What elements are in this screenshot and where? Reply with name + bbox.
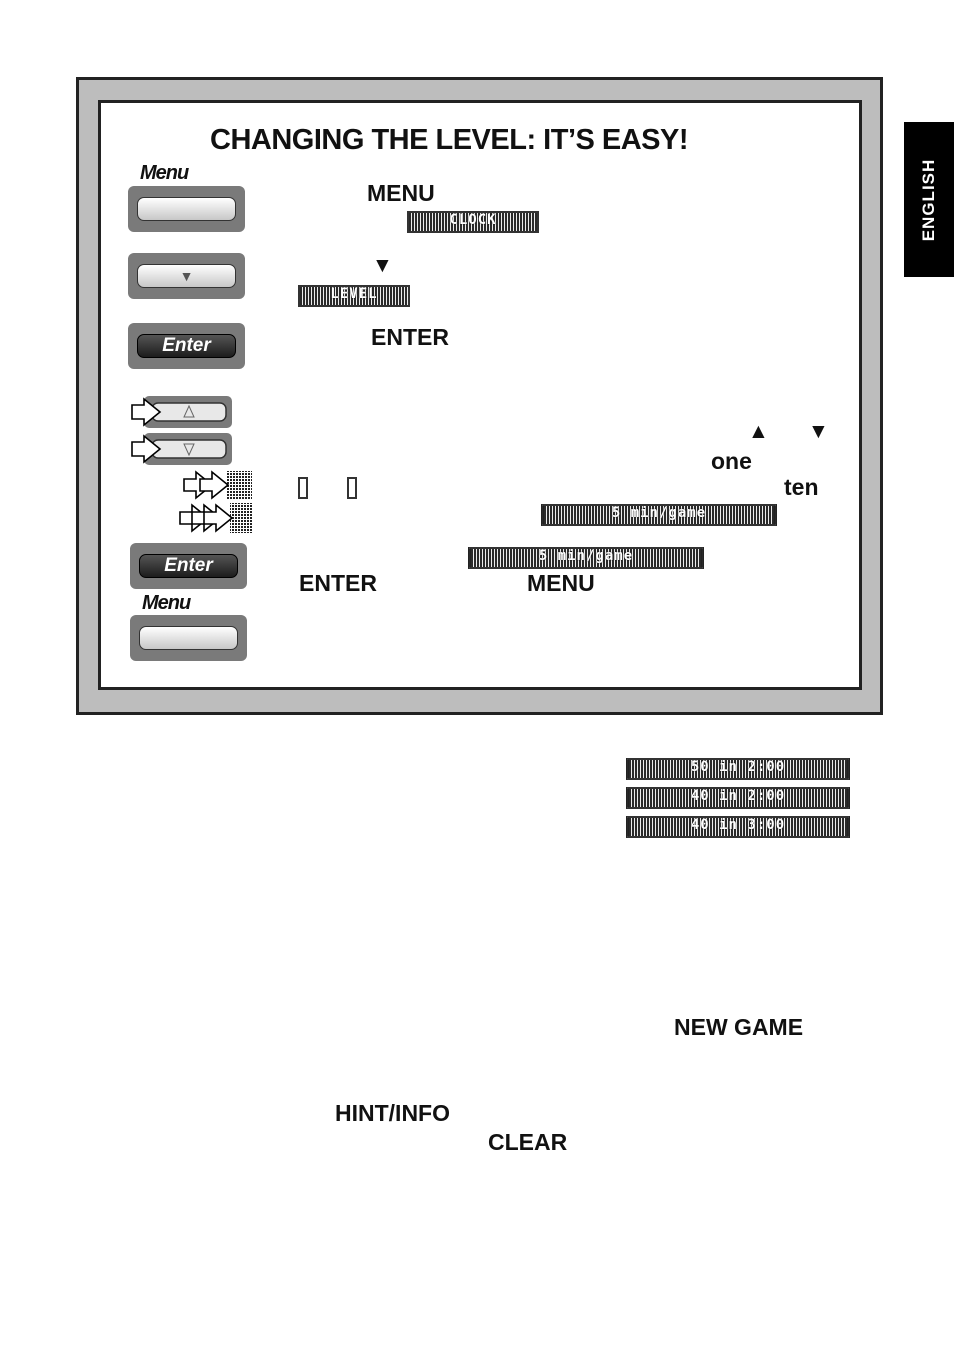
step4-keyword-one: one	[711, 448, 752, 474]
hand-press-down-icon	[131, 433, 232, 465]
enter-button-confirm-label: Enter	[164, 555, 213, 576]
hand-press-hold-icon	[179, 503, 252, 533]
lcd-example-2: 40 in 2:00	[626, 787, 850, 809]
lcd-clock: CLOCK	[407, 211, 539, 233]
step5-keyword-enter: ENTER	[299, 570, 377, 596]
step4-keyword-ten: ten	[784, 474, 819, 500]
step2-down-arrow-icon: ▼	[372, 254, 393, 277]
enter-button-label: Enter	[162, 335, 211, 356]
menu-button-exit[interactable]	[130, 615, 247, 661]
down-button[interactable]: ▼	[128, 253, 245, 299]
keyword-new-game: NEW GAME	[674, 1014, 804, 1040]
step4-down-arrow-icon: ▼	[808, 420, 829, 443]
down-arrow-icon: ▼	[179, 268, 194, 284]
enter-button-confirm[interactable]: Enter	[130, 543, 247, 589]
panel-title: CHANGING THE LEVEL: IT’S EASY!	[210, 124, 689, 156]
menu-button-label: Menu	[140, 162, 189, 184]
hand-press-once-icon	[183, 470, 252, 500]
lcd-level-confirm: 5 min/game	[468, 547, 704, 569]
lcd-level: LEVEL	[298, 285, 410, 307]
lcd-bracket-right	[347, 477, 357, 499]
hand-press-up-icon	[131, 396, 232, 428]
menu-button[interactable]	[128, 186, 245, 232]
lcd-example-3: 40 in 3:00	[626, 816, 850, 838]
keyword-hint-info: HINT/INFO	[335, 1100, 450, 1126]
lcd-level-setting: 5 min/game	[541, 504, 777, 526]
lcd-bracket-left	[298, 477, 308, 499]
step1-keyword-menu: MENU	[367, 180, 435, 206]
step3-keyword-enter: ENTER	[371, 324, 449, 350]
language-tab: ENGLISH	[904, 122, 954, 277]
keyword-clear: CLEAR	[488, 1129, 568, 1155]
enter-button[interactable]: Enter	[128, 323, 245, 369]
menu-button-exit-label: Menu	[142, 592, 191, 614]
language-tab-label: ENGLISH	[919, 158, 938, 241]
lcd-example-1: 50 in 2:00	[626, 758, 850, 780]
step5-keyword-menu: MENU	[527, 570, 595, 596]
step4-up-arrow-icon: ▲	[748, 420, 769, 443]
